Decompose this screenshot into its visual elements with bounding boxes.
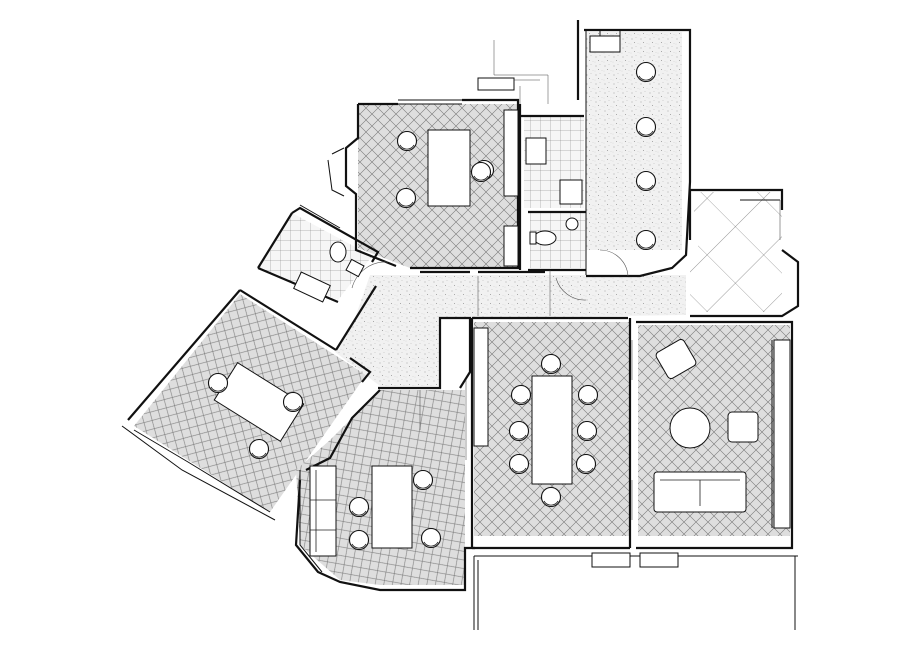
chair-backrest — [423, 541, 439, 547]
floor-corridor — [335, 275, 686, 386]
chair — [470, 161, 492, 183]
chair-backrest — [398, 201, 414, 207]
lounge-sofa — [653, 471, 747, 513]
chair-backrest — [580, 398, 596, 404]
chair-backrest — [511, 434, 527, 440]
chair-backrest — [578, 467, 594, 473]
chair — [510, 384, 532, 406]
floor-bathroom-left — [258, 213, 372, 300]
chair — [396, 130, 418, 152]
lounge-armchair-1 — [655, 338, 697, 380]
chair-backrest — [638, 75, 654, 81]
chair-backrest — [285, 405, 301, 411]
floor-open-workspace — [586, 32, 682, 250]
floor-entrance-hall — [690, 192, 782, 312]
chair-backrest — [251, 452, 267, 458]
meeting-table — [531, 375, 573, 485]
chair-backrest — [579, 434, 595, 440]
chair — [282, 391, 304, 413]
lounge-round-table — [669, 407, 711, 449]
chair — [575, 453, 597, 475]
chair — [207, 372, 229, 394]
chair-backrest — [473, 175, 489, 181]
lounge-armchair-2 — [727, 411, 759, 443]
chair-backrest — [543, 500, 559, 506]
walls — [121, 20, 800, 630]
chair — [635, 229, 657, 251]
chair-backrest — [638, 130, 654, 136]
chair — [576, 420, 598, 442]
chair — [635, 61, 657, 83]
chair — [635, 116, 657, 138]
top-office-desk — [427, 129, 471, 207]
chairs — [207, 61, 657, 551]
chair-backrest — [638, 184, 654, 190]
chair-backrest — [543, 367, 559, 373]
chair — [412, 469, 434, 491]
lower-left-office-desk — [371, 465, 413, 549]
doors-and-details — [309, 40, 781, 568]
chair — [540, 353, 562, 375]
chair — [420, 527, 442, 549]
chair-backrest — [351, 543, 367, 549]
chair — [348, 496, 370, 518]
chair-backrest — [513, 398, 529, 404]
chair-backrest — [638, 243, 654, 249]
chair — [508, 453, 530, 475]
chair — [248, 438, 270, 460]
chair — [635, 170, 657, 192]
fixtures — [293, 35, 621, 303]
chair — [395, 187, 417, 209]
chair-backrest — [511, 467, 527, 473]
chair-backrest — [351, 510, 367, 516]
chair-backrest — [210, 386, 226, 392]
chair — [508, 420, 530, 442]
chair — [577, 384, 599, 406]
chair-backrest — [415, 483, 431, 489]
chair-backrest — [399, 144, 415, 150]
chair — [348, 529, 370, 551]
chair — [540, 486, 562, 508]
